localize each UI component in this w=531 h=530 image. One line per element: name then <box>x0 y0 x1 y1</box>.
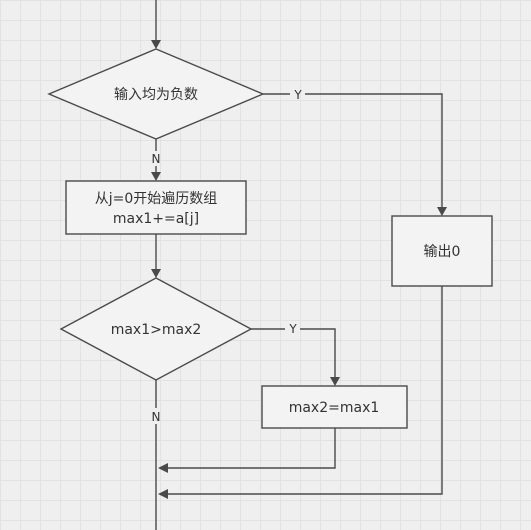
decision-compare-label: max1>max2 <box>111 322 202 338</box>
edge-label-compare-yes: Y <box>288 322 297 336</box>
arrowhead-output0 <box>437 207 447 216</box>
arrowhead-assign-return <box>158 463 168 473</box>
process-assign-label: max2=max1 <box>289 400 380 416</box>
arrowhead-assign <box>330 377 340 386</box>
process-loop-line2: max1+=a[j] <box>113 211 199 227</box>
edge-output0-return <box>168 286 443 495</box>
edge-label-all-negative-no: N <box>152 152 161 166</box>
process-loop-line1: 从j=0开始遍历数组 <box>95 191 218 207</box>
edge-all-negative-yes <box>263 93 443 207</box>
edge-compare-yes <box>251 328 336 377</box>
decision-all-negative-label: 输入均为负数 <box>114 87 198 103</box>
process-output0-box <box>391 215 493 287</box>
arrowhead-entry <box>151 40 161 49</box>
arrowhead-loop <box>151 172 161 181</box>
arrowhead-compare <box>151 269 161 278</box>
process-assign-box <box>261 385 408 429</box>
process-loop-box <box>65 180 247 235</box>
process-output0-label: 输出0 <box>424 244 461 260</box>
arrowhead-output0-return <box>158 489 168 499</box>
edge-assign-return <box>168 428 336 469</box>
edge-label-all-negative-yes: Y <box>293 88 302 102</box>
edge-label-compare-no: N <box>152 410 161 424</box>
